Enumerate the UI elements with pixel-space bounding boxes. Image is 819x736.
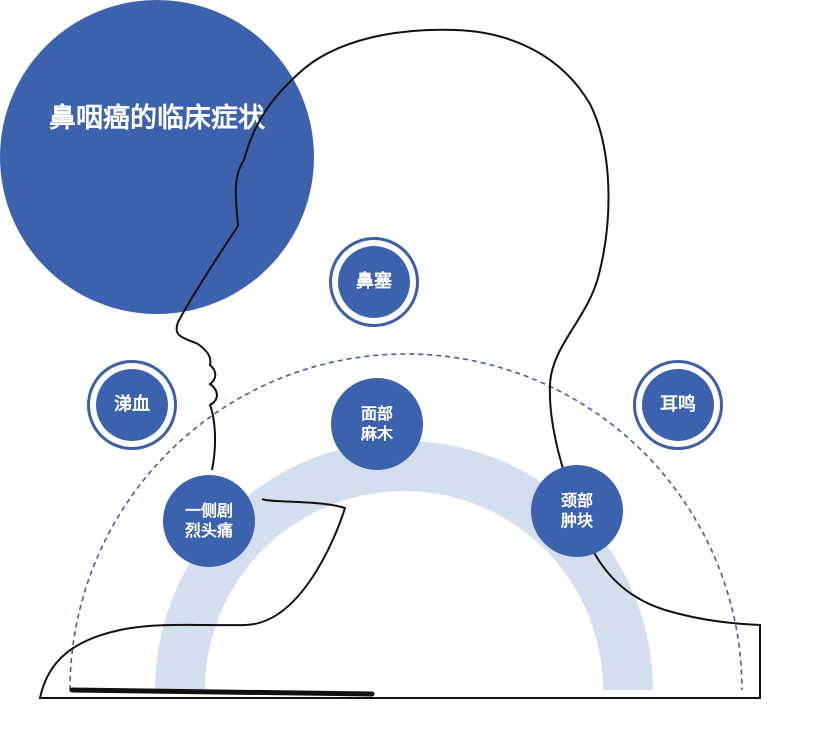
symptom-facial-numbness: 面部 麻木 — [331, 378, 423, 470]
base-shadow — [69, 687, 375, 697]
title-dome: 鼻咽癌的临床症状 — [0, 0, 314, 314]
diagram-title: 鼻咽癌的临床症状 — [49, 103, 265, 134]
symptom-tinnitus-label: 耳鸣 — [660, 393, 696, 415]
symptom-epistaxis-badge: 涕血 — [96, 369, 168, 441]
symptom-tinnitus-badge: 耳鸣 — [642, 369, 714, 441]
symptom-headache: 一侧剧 烈头痛 — [163, 475, 255, 567]
symptom-headache-label: 一侧剧 烈头痛 — [184, 501, 233, 540]
symptom-nasal-congestion-label: 鼻塞 — [356, 270, 392, 292]
symptom-nasal-congestion: 鼻塞 — [329, 237, 419, 327]
symptom-neck-mass-label: 颈部 肿块 — [560, 491, 593, 530]
symptom-tinnitus: 耳鸣 — [633, 360, 723, 450]
symptom-nasal-congestion-badge: 鼻塞 — [338, 246, 410, 318]
symptom-epistaxis-label: 涕血 — [114, 393, 150, 415]
outer-dashed-arc — [69, 353, 743, 691]
symptom-facial-numbness-label: 面部 麻木 — [360, 404, 393, 443]
inner-arc-band — [155, 441, 653, 691]
symptom-neck-mass: 颈部 肿块 — [531, 465, 623, 557]
symptom-epistaxis: 涕血 — [87, 360, 177, 450]
head-silhouette — [38, 28, 761, 699]
